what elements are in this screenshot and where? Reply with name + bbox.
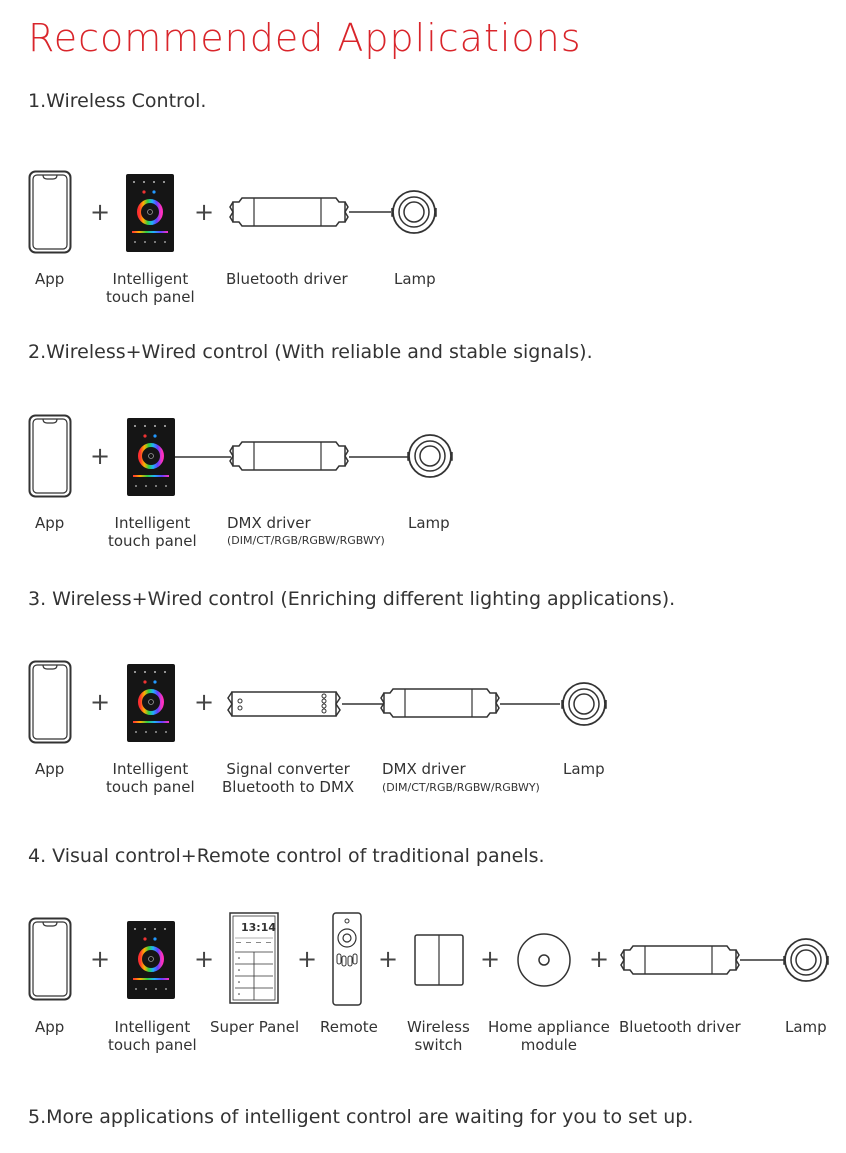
plus-icon: + [480,945,501,973]
cable-line [349,211,391,213]
section-4-heading: 4. Visual control+Remote control of trad… [28,845,545,867]
label-app: App [35,270,65,288]
label-driver-sub: (DIM/CT/RGB/RGBW/RGBWY) [227,534,385,547]
plus-icon: + [90,945,111,973]
plus-icon: + [194,198,215,226]
plus-icon: + [378,945,399,973]
plus-icon: + [589,945,610,973]
lamp-icon [384,182,444,242]
label-home-appliance-module: Home appliance module [488,1018,610,1054]
label-touch-panel: Intelligent touch panel [106,760,195,796]
label-driver: DMX driver [227,514,311,532]
label-lamp: Lamp [785,1018,827,1036]
page-title: Recommended Applications [28,16,582,60]
label-remote: Remote [320,1018,378,1036]
label-app: App [35,1018,65,1036]
label-touch-panel: Intelligent touch panel [108,514,197,550]
phone-icon [28,660,72,744]
label-lamp: Lamp [408,514,450,532]
remote-icon [332,912,362,1006]
lamp-icon [776,930,836,990]
label-wireless-switch: Wireless switch [407,1018,470,1054]
plus-icon: + [90,442,111,470]
phone-icon [28,170,72,254]
section-2-heading: 2.Wireless+Wired control (With reliable … [28,341,593,363]
driver-icon [380,683,500,723]
driver-icon [229,192,349,232]
plus-icon: + [297,945,318,973]
touch-panel-icon [126,174,174,252]
module-icon [517,933,571,987]
label-driver: Bluetooth driver [226,270,348,288]
super-panel-time: 13:14 [241,921,277,934]
driver-icon [620,940,740,980]
touch-panel-icon [127,418,175,496]
wireless-switch-icon [414,934,464,986]
lamp-icon [554,674,614,734]
label-app: App [35,514,65,532]
label-super-panel: Super Panel [210,1018,300,1036]
phone-icon [28,414,72,498]
label-driver: Bluetooth driver [619,1018,741,1036]
cable-line [349,456,409,458]
label-touch-panel: Intelligent touch panel [108,1018,197,1054]
plus-icon: + [90,198,111,226]
label-driver: DMX driver [382,760,466,778]
label-touch-panel: Intelligent touch panel [106,270,195,306]
label-lamp: Lamp [394,270,436,288]
plus-icon: + [90,688,111,716]
cable-line [740,959,784,961]
cable-line [500,703,560,705]
label-driver-sub: (DIM/CT/RGB/RGBW/RGBWY) [382,781,540,794]
cable-line [175,456,231,458]
section-5-heading: 5.More applications of intelligent contr… [28,1106,694,1128]
label-app: App [35,760,65,778]
converter-icon [226,684,342,724]
touch-panel-icon [127,664,175,742]
label-lamp: Lamp [563,760,605,778]
phone-icon [28,917,72,1001]
label-signal-converter: Signal converter Bluetooth to DMX [222,760,355,796]
touch-panel-icon [127,921,175,999]
section-3-heading: 3. Wireless+Wired control (Enriching dif… [28,588,676,610]
plus-icon: + [194,945,215,973]
section-1-heading: 1.Wireless Control. [28,90,207,112]
lamp-icon [400,426,460,486]
cable-line [342,703,384,705]
plus-icon: + [194,688,215,716]
driver-icon [229,436,349,476]
super-panel-icon [229,912,279,1004]
